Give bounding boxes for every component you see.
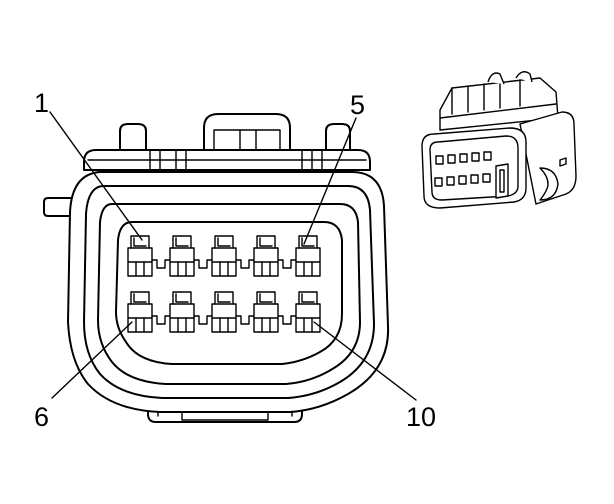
terminal-cavity-5 [295,235,321,277]
inset-cavity-7 [446,176,455,186]
terminal-cavity-8 [211,291,255,333]
inset-cavity-9 [470,174,479,184]
inset-cavity-2 [447,154,456,164]
terminal-cavities [127,235,321,333]
connector-isometric-inset [421,71,577,209]
inset-cavity-8 [458,175,467,185]
inset-cavity-5 [483,151,492,161]
terminal-cavity-1 [127,235,171,277]
pin-label-6: 6 [34,402,49,432]
pin-label-1: 1 [34,88,49,118]
pin-row-top [127,235,321,277]
leader-line-pin-1 [49,111,143,241]
inset-cavity-6 [434,177,443,187]
terminal-cavity-2 [169,235,213,277]
pin-row-bottom [127,291,321,333]
pin-label-10: 10 [406,402,436,432]
inset-cavity-1 [435,155,444,165]
inset-cavity-3 [459,153,468,163]
leader-lines [49,111,417,401]
terminal-cavity-9 [253,291,297,333]
terminal-cavity-4 [253,235,297,277]
terminal-cavity-6 [127,291,171,333]
terminal-cavity-10 [295,291,321,333]
inset-cavity-10 [482,173,491,183]
leader-line-pin-6 [51,321,133,399]
leader-line-pin-5 [303,117,357,245]
terminal-cavity-3 [211,235,255,277]
terminal-cavity-7 [169,291,213,333]
leader-line-pin-10 [313,321,417,401]
pin-label-5: 5 [350,90,365,120]
inset-pin-cavities [434,151,492,187]
inset-cavity-4 [471,152,480,162]
